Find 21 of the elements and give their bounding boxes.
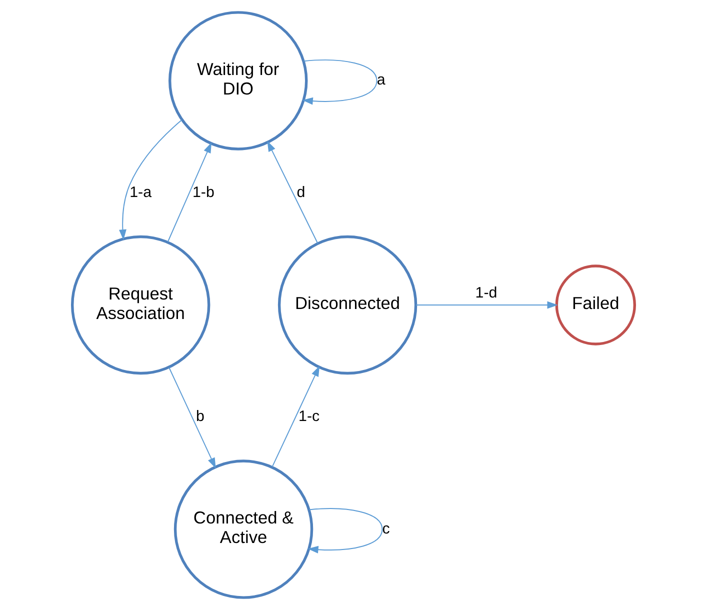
- edge-label: 1-c: [298, 408, 320, 426]
- arrow: [118, 119, 182, 240]
- node-circle: Waiting for DIO: [168, 11, 308, 150]
- arrow: [415, 301, 558, 309]
- arrow: [302, 60, 377, 105]
- arrow: [168, 366, 216, 468]
- edge-label: b: [195, 408, 204, 426]
- edge-label: 1-a: [129, 184, 152, 201]
- node-circle: Request Association: [70, 235, 210, 375]
- edge-label: 1-d: [474, 284, 497, 302]
- node-circle: Connected & Active: [173, 460, 313, 599]
- arrow: [166, 142, 212, 242]
- edge-label: 1-b: [192, 184, 214, 201]
- edge-label: d: [296, 184, 305, 201]
- node-circle: Disconnected: [277, 235, 417, 375]
- arrow: [266, 140, 318, 244]
- edge-label: c: [382, 520, 390, 538]
- arrow: [307, 508, 382, 554]
- arrow: [271, 366, 320, 468]
- node-circle: Failed: [554, 264, 636, 346]
- edge-label: a: [376, 72, 385, 89]
